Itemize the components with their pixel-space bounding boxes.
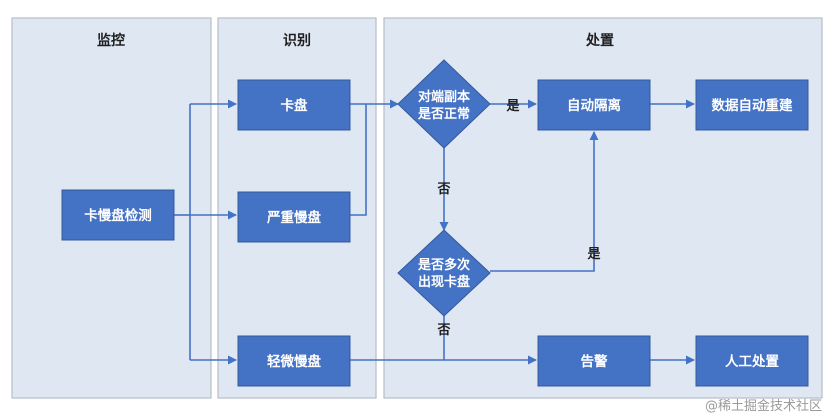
node-auto-isolate: 自动隔离 <box>537 79 651 131</box>
edge-repeat-yes <box>490 131 599 272</box>
node-auto-rebuild: 数据自动重建 <box>695 79 809 131</box>
node-stall-disk: 卡盘 <box>237 79 351 131</box>
decision-repeat-stall-line2: 出现卡盘 <box>418 274 470 290</box>
node-severe-slow: 严重慢盘 <box>237 191 351 243</box>
lane-title-monitor: 监控 <box>97 32 125 49</box>
node-auto-isolate-label: 自动隔离 <box>567 97 621 114</box>
node-auto-rebuild-label: 数据自动重建 <box>712 97 793 114</box>
lane-title-handle: 处置 <box>585 32 614 49</box>
node-manual-label: 人工处置 <box>725 353 779 370</box>
node-alert-label: 告警 <box>581 353 609 370</box>
node-severe-slow-label: 严重慢盘 <box>266 209 321 226</box>
watermark-text: @稀土掘金技术社区 <box>705 398 822 414</box>
decision-replica-ok: 对端副本 是否正常 <box>397 59 491 149</box>
node-alert: 告警 <box>537 335 651 387</box>
lane-title-identify: 识别 <box>283 33 311 49</box>
edge-label-yes-repeat: 是 <box>586 247 601 262</box>
node-mild-slow-label: 轻微慢盘 <box>267 353 321 370</box>
decision-replica-ok-line2: 是否正常 <box>417 106 470 122</box>
node-stall-detect-label: 卡慢盘检测 <box>84 207 152 224</box>
edge-label-no-alert: 否 <box>436 323 450 338</box>
decision-repeat-stall: 是否多次 出现卡盘 <box>397 229 491 317</box>
node-stall-disk-label: 卡盘 <box>281 97 308 114</box>
node-manual: 人工处置 <box>695 335 809 387</box>
edge-severe-to-replica <box>350 104 367 216</box>
decision-replica-ok-line1: 对端副本 <box>418 89 470 105</box>
node-stall-detect: 卡慢盘检测 <box>61 189 175 241</box>
node-mild-slow: 轻微慢盘 <box>237 335 351 387</box>
edge-label-no-repeat: 否 <box>436 182 450 197</box>
edge-detect-to-stall <box>189 104 236 360</box>
connectors <box>174 104 695 365</box>
decision-repeat-stall-line1: 是否多次 <box>417 257 470 273</box>
edge-label-yes-isolate: 是 <box>505 99 520 114</box>
